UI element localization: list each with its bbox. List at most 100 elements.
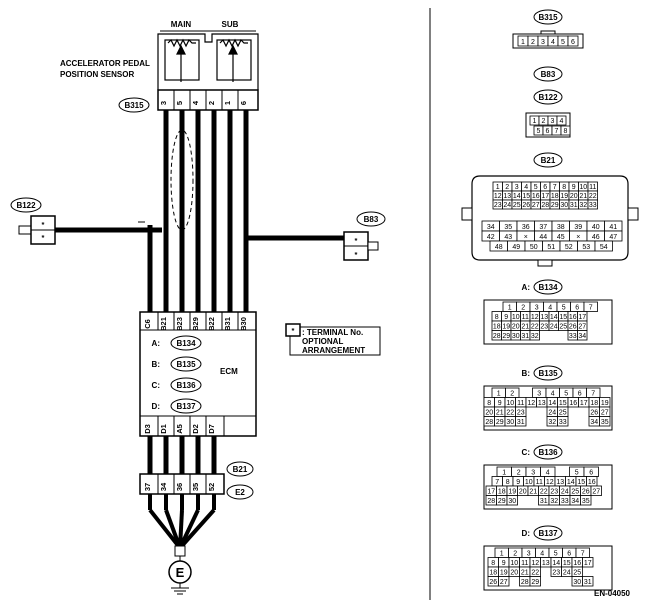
pin-cell: 20	[519, 489, 527, 496]
pin-cell: 36	[522, 224, 530, 231]
pin-cell: 4	[524, 184, 528, 191]
pin-cell: 40	[592, 224, 600, 231]
sensor-name-line1: ACCELERATOR PEDAL	[60, 59, 150, 68]
pin-cell: 15	[577, 479, 585, 486]
pin-cell: 10	[512, 314, 520, 321]
pin-cell: 12	[527, 400, 535, 407]
pin-cell: 29	[502, 333, 510, 340]
pin-cell: 30	[512, 333, 520, 340]
pin-cell: 2	[521, 305, 525, 312]
pin-cell: 1	[521, 39, 525, 46]
ecm-label: ECM	[220, 367, 238, 376]
b122-face-badge: B122	[538, 93, 558, 102]
pin-cell: 22	[589, 193, 597, 200]
pin-cell: 23	[540, 324, 548, 331]
pin-cell: 14	[567, 479, 575, 486]
pin-cell: 15	[559, 314, 567, 321]
pin-cell: 1	[500, 551, 504, 558]
pin-cell: 11	[536, 479, 543, 486]
pin-cell: 18	[590, 400, 598, 407]
b315-badge: B315	[118, 97, 150, 113]
b136-face-badge-prefix: C:	[522, 448, 530, 457]
pin-cell: 4	[548, 305, 552, 312]
ecm-bottom-pin: D1	[159, 424, 168, 434]
pin-cell: 3	[537, 391, 541, 398]
ecm-conn-name: B134	[176, 339, 196, 348]
pin-cell: 5	[562, 305, 566, 312]
pin-cell: 29	[498, 498, 506, 505]
pin-cell: 50	[530, 244, 538, 251]
pin-cell: 31	[570, 202, 578, 209]
figure-code: EN-04050	[594, 589, 631, 598]
svg-text:ARRANGEMENT: ARRANGEMENT	[302, 346, 365, 355]
pin-cell: 7	[589, 305, 593, 312]
pin-cell: 16	[532, 193, 540, 200]
b83-pin1: *	[355, 236, 358, 245]
b137-face-badge-prefix: D:	[522, 529, 530, 538]
sensor-sub-label: SUB	[222, 20, 239, 29]
pin-cell: 26	[522, 202, 530, 209]
pin-cell: 19	[500, 570, 508, 577]
pin-cell: 30	[508, 498, 516, 505]
ecm-conn-prefix: C:	[152, 381, 160, 390]
pin-cell: 6	[571, 39, 575, 46]
ecm-top-pin: B30	[239, 317, 248, 331]
pin-cell: 18	[493, 324, 501, 331]
pin-cell: 21	[521, 324, 529, 331]
joint-pin: 35	[191, 483, 200, 491]
pin-cell: 22	[506, 410, 514, 417]
pin-cell: 6	[543, 184, 547, 191]
ecm-box	[139, 311, 257, 437]
pin-cell: 18	[489, 570, 497, 577]
b315-pin: 5	[175, 101, 184, 105]
pin-cell: 35	[582, 498, 590, 505]
pin-cell: 26	[489, 579, 497, 586]
pin-cell: 16	[588, 479, 596, 486]
pin-cell: 27	[500, 579, 508, 586]
pin-cell: 52	[565, 244, 573, 251]
b315-pin: 2	[207, 101, 216, 105]
pin-cell: 53	[582, 244, 590, 251]
ecm-top-pin: B21	[159, 317, 168, 331]
pin-cell: 2	[531, 39, 535, 46]
pin-cell: 17	[580, 400, 588, 407]
b136-face-badge: B136	[538, 448, 558, 457]
ecm-conn-prefix: B:	[152, 360, 160, 369]
pin-cell: 10	[525, 479, 533, 486]
b315-face-badge: B315	[538, 13, 558, 22]
joint-pin: 36	[175, 483, 184, 491]
pin-cell: 35	[601, 419, 609, 426]
pin-cell: 9	[502, 560, 506, 567]
pin-cell: 34	[571, 498, 579, 505]
pin-cell: 23	[552, 570, 560, 577]
b315-pin: 1	[223, 101, 232, 105]
pin-cell: 24	[561, 489, 569, 496]
joint-pin: 37	[143, 483, 152, 491]
shield-loop	[170, 129, 194, 231]
b135-face-badge-prefix: B:	[522, 369, 530, 378]
ecm-conn-name: B135	[176, 360, 196, 369]
pin-cell: 28	[487, 498, 495, 505]
pin-cell: 1	[502, 470, 506, 477]
ecm-conn-prefix: A:	[152, 339, 160, 348]
ground-wires	[147, 436, 217, 474]
pin-cell: 11	[589, 184, 596, 191]
pin-cell: 43	[504, 234, 512, 241]
pin-cell: 48	[495, 244, 503, 251]
pin-cell: 26	[582, 489, 590, 496]
pin-cell: 21	[496, 410, 504, 417]
pin-cell: 27	[592, 489, 600, 496]
